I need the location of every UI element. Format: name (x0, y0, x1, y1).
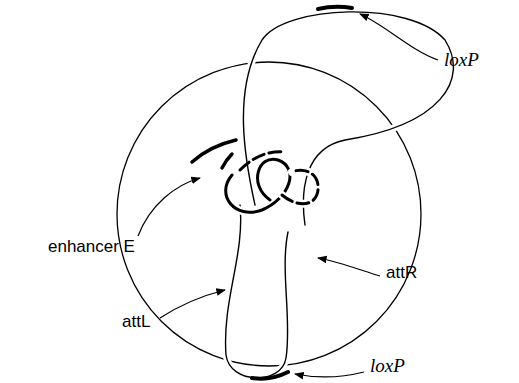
leader-arrows (138, 14, 438, 377)
protein-circle (117, 62, 421, 366)
element-label: enhancer E (48, 238, 135, 257)
site-label: loxP (370, 356, 405, 377)
dna-strands (192, 7, 453, 379)
site-label: attL (122, 313, 150, 332)
site-label: attR (386, 264, 417, 283)
site-label: loxP (444, 50, 479, 71)
